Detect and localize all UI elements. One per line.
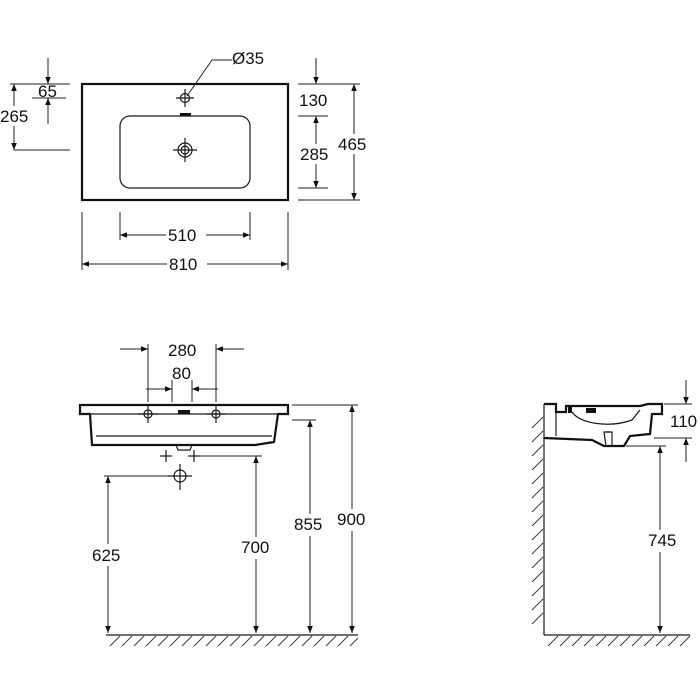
dim-510-label: 510	[168, 226, 196, 245]
side-view: 110 745	[531, 380, 697, 647]
dim-625-label: 625	[92, 546, 120, 565]
dim-265-label: 265	[0, 107, 28, 126]
dim-900-label: 900	[337, 510, 365, 529]
basin-outline-front	[78, 403, 290, 447]
dim-745-label: 745	[648, 531, 676, 550]
faucet-hole-symbol	[176, 89, 194, 107]
basin-outline-top	[80, 82, 290, 202]
dim-280-label: 280	[168, 341, 196, 360]
dim-810-label: 810	[169, 255, 197, 274]
dim-855-label: 855	[294, 515, 322, 534]
overflow-slot-top	[180, 113, 191, 116]
wall-connection-symbol	[168, 464, 192, 490]
basin-section-side	[543, 402, 664, 448]
bowl-curve-side	[571, 409, 641, 425]
wall-hatch	[531, 416, 544, 625]
supply-point-right	[188, 450, 200, 462]
dim-65-label: 65	[38, 82, 57, 101]
floor-hatch-side	[547, 635, 691, 647]
dim-130-label: 130	[299, 91, 327, 110]
front-view: 280 80 625 700 855 900	[78, 341, 372, 647]
dim-80-label: 80	[172, 364, 191, 383]
drain-outlet-front	[175, 444, 193, 451]
drain-side	[603, 431, 613, 447]
dim-285-label: 285	[300, 145, 328, 164]
floor-hatch-front	[109, 635, 359, 647]
overflow-side	[586, 408, 596, 413]
top-view: Ø35 65 265 130 285 465 510 810	[0, 49, 373, 274]
dim-700-label: 700	[241, 538, 269, 557]
hole-leader-line	[186, 59, 213, 97]
tap-hole-right	[206, 405, 226, 423]
dim-110-label: 110	[670, 412, 697, 431]
drain-symbol-top	[173, 138, 197, 162]
dim-465-label: 465	[338, 135, 366, 154]
tap-hole-left	[138, 405, 158, 423]
overflow-slot-front	[178, 410, 190, 414]
hole-diameter-label: Ø35	[232, 49, 264, 68]
supply-point-left	[160, 450, 172, 462]
